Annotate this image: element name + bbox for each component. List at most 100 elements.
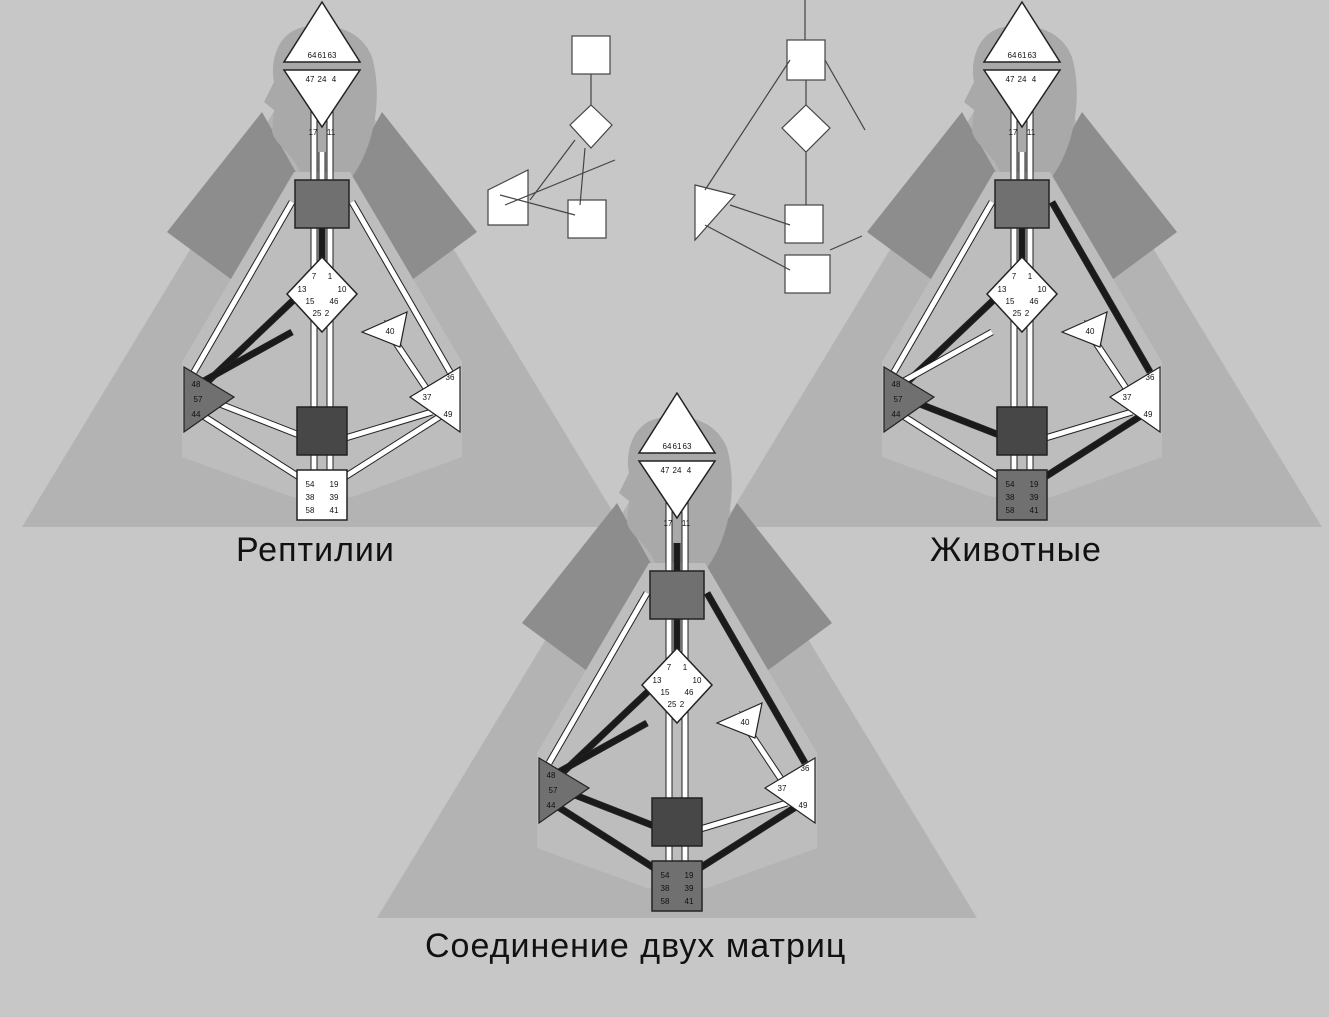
bodygraph-animals-channel-cross (900, 329, 994, 385)
bodygraph-combined-gate-ajna-low-1: 11 (682, 519, 691, 528)
bodygraph-animals-root-center (996, 469, 1048, 521)
bodygraph-combined-gate-g-7: 2 (680, 700, 685, 709)
bodygraph-combined-gate-solar-1: 37 (778, 784, 787, 793)
bodygraph-animals-gate-head-0: 64 (1008, 51, 1017, 60)
bodygraph-reptiles-gate-ajna-1: 24 (318, 75, 327, 84)
bodygraph-animals-gate-spleen-2: 44 (892, 410, 901, 419)
bodygraph-reptiles-heart-center (360, 310, 408, 348)
bodygraph-reptiles-sacral-center (296, 406, 348, 456)
bodygraph-combined-gate-root-2: 58 (661, 897, 670, 906)
bodygraph-reptiles-gate-ajna-2: 4 (332, 75, 337, 84)
bodygraph-reptiles-gate-g-2: 13 (298, 285, 307, 294)
bodygraph-animals-throat-center (994, 179, 1050, 229)
bodygraph-combined-gate-g-3: 10 (693, 676, 702, 685)
bodygraph-animals-gate-root-0: 54 (1006, 480, 1015, 489)
bodygraph-reptiles-gate-g-7: 2 (325, 309, 330, 318)
schematic-sketches (487, 0, 866, 294)
bodygraph-reptiles-spleen-center (183, 365, 236, 434)
bodygraph-animals-gate-solar-0: 36 (1146, 373, 1155, 382)
bodygraph-animals-sacral-center (996, 406, 1048, 456)
bodygraph-animals-gate-head-2: 63 (1028, 51, 1037, 60)
bodygraph-combined-gate-head-0: 64 (663, 442, 672, 451)
bodygraph-combined-channel-root-solar (690, 800, 804, 876)
bodygraph-animals-gate-ajna-low-1: 11 (1027, 128, 1036, 137)
bodygraph-reptiles-gate-spleen-2: 44 (192, 410, 201, 419)
bodygraph-animals-gate-solar-1: 37 (1123, 393, 1132, 402)
bodygraph-combined-gate-g-5: 46 (685, 688, 694, 697)
bodygraph-animals-heart-center (1060, 310, 1108, 348)
sketch-right-box-mid (784, 204, 824, 244)
bodygraph-combined-solar-center (763, 756, 816, 825)
bodygraph-reptiles-solar-center (408, 365, 461, 434)
sketch-left-box-top (571, 35, 611, 75)
sketch-right-link-7 (829, 235, 863, 251)
bodygraph-reptiles-channel-root-solar (335, 409, 449, 485)
bodygraph-animals-gate-g-7: 2 (1025, 309, 1030, 318)
bodygraph-combined-gate-solar-0: 36 (801, 764, 810, 773)
bodygraph-animals-channel-throat-spleen (891, 200, 995, 374)
bodygraph-animals-gate-spleen-1: 57 (894, 395, 903, 404)
bodygraph-combined-gate-ajna-2: 4 (687, 466, 692, 475)
bodygraph-combined-gate-ajna-1: 24 (673, 466, 682, 475)
bodygraph-combined-head-center (637, 391, 717, 454)
caption-animals: Животные (930, 531, 1102, 569)
bodygraph-combined-gate-g-4: 15 (661, 688, 670, 697)
bodygraph-reptiles-channel-sacral-solar (331, 409, 433, 445)
bodygraph-reptiles-gate-root-4: 39 (330, 493, 339, 502)
bodygraph-combined-channel-throat-solar (704, 591, 808, 765)
bodygraph-reptiles-gate-heart: 40 (386, 327, 395, 336)
bodygraph-reptiles-g-center (285, 255, 359, 334)
bodygraph-reptiles-gate-g-6: 25 (313, 309, 322, 318)
bodygraph-combined-sacral-center (651, 797, 703, 847)
bodygraph-combined-gate-head-2: 63 (683, 442, 692, 451)
bodygraph-combined-channel-root-spleen (550, 800, 664, 876)
sketch-left-link-2 (579, 147, 586, 206)
bodygraph-reptiles-gate-spleen-1: 57 (194, 395, 203, 404)
bodygraph-reptiles-gate-ajna-low-1: 11 (327, 128, 336, 137)
bodygraph-reptiles-gate-ajna-0: 47 (306, 75, 315, 84)
bodygraph-animals-gate-ajna-2: 4 (1032, 75, 1037, 84)
sketch-right-link-3 (824, 59, 866, 131)
bodygraph-animals-gate-g-1: 1 (1028, 272, 1033, 281)
bodygraph-reptiles-gate-head-2: 63 (328, 51, 337, 60)
bodygraph-combined-root-center (651, 860, 703, 912)
bodygraph-animals-gate-root-1: 38 (1006, 493, 1015, 502)
bodygraph-reptiles-gate-root-3: 19 (330, 480, 339, 489)
bodygraph-reptiles-gate-g-0: 7 (312, 272, 317, 281)
bodygraph-animals-gate-g-3: 10 (1038, 285, 1047, 294)
bodygraph-animals-gate-heart: 40 (1086, 327, 1095, 336)
bodygraph-combined-gate-root-5: 41 (685, 897, 694, 906)
bodygraph-combined-gate-g-1: 1 (683, 663, 688, 672)
sketch-right-box-top (786, 39, 826, 81)
bodygraph-reptiles-head-center (282, 0, 362, 63)
bodygraph-combined-spleen-center (538, 756, 591, 825)
bodygraph-reptiles-channel-throat-solar (349, 200, 453, 374)
bodygraph-animals-gate-root-4: 39 (1030, 493, 1039, 502)
bodygraph-combined-gate-spleen-1: 57 (549, 786, 558, 795)
bodygraph-combined-gate-root-0: 54 (661, 871, 670, 880)
bodygraph-combined-gate-spleen-2: 44 (547, 801, 556, 810)
bodygraph-combined-channel-throat-spleen (546, 591, 650, 765)
bodygraph-reptiles-gate-spleen-0: 48 (192, 380, 201, 389)
bodygraph-animals-ajna-center (982, 69, 1062, 129)
bodygraph-combined-gate-root-3: 19 (685, 871, 694, 880)
bodygraph-combined-gate-heart: 40 (741, 718, 750, 727)
bodygraph-reptiles-gate-solar-1: 37 (423, 393, 432, 402)
bodygraph-reptiles-throat-center (294, 179, 350, 229)
bodygraph-animals-gate-g-2: 13 (998, 285, 1007, 294)
bodygraph-animals-gate-g-5: 46 (1030, 297, 1039, 306)
bodygraph-combined-g-center (640, 646, 714, 725)
bodygraph-animals-channel-throat-solar (1049, 200, 1153, 374)
bodygraph-reptiles-gate-g-4: 15 (306, 297, 315, 306)
bodygraph-combined-gate-solar-2: 49 (799, 801, 808, 810)
bodygraph-combined-ajna-center (637, 460, 717, 520)
sketch-right-box-bottom (784, 254, 831, 294)
sketch-right-diamond (781, 104, 831, 153)
bodygraph-animals-gate-ajna-0: 47 (1006, 75, 1015, 84)
caption-combined: Соединение двух матриц (425, 927, 847, 965)
bodygraph-animals-gate-head-1: 61 (1018, 51, 1027, 60)
